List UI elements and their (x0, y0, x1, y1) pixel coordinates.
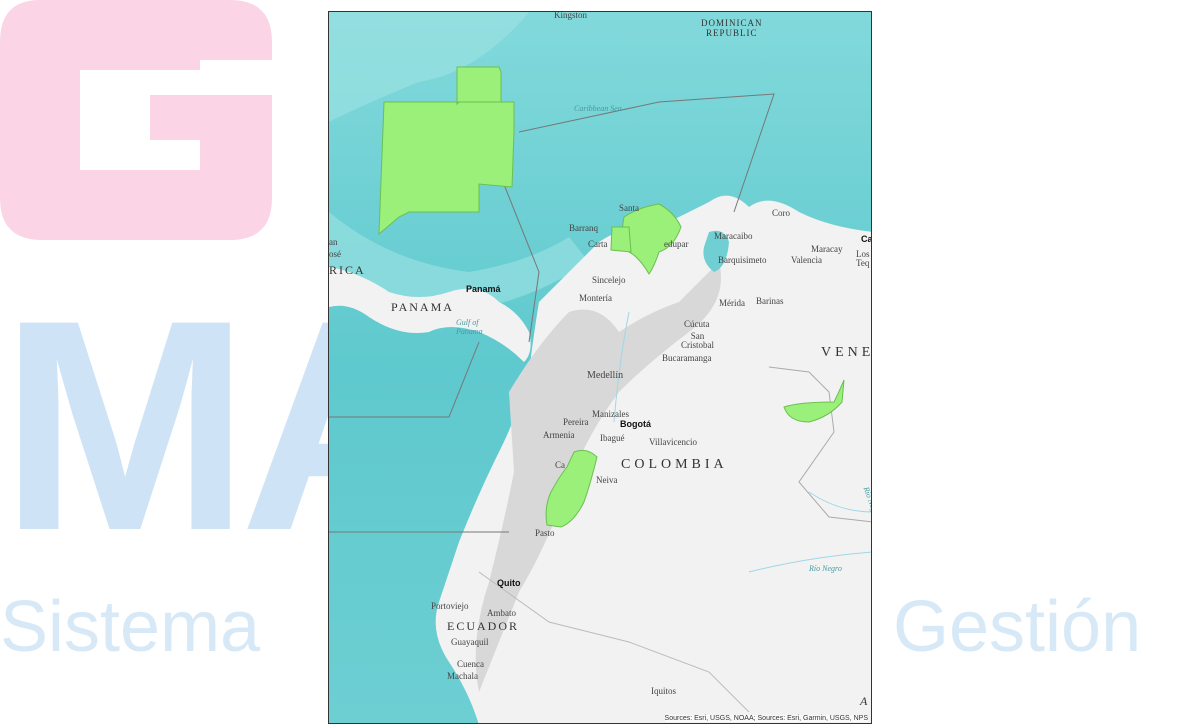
label-merida: Mérida (719, 298, 745, 308)
map-view[interactable]: Kingston DOMINICAN REPUBLIC Caribbean Se… (328, 11, 872, 724)
label-manizales: Manizales (592, 409, 629, 419)
label-barquisimeto: Barquisimeto (718, 255, 767, 265)
label-barinas: Barinas (756, 296, 784, 306)
label-panama-city: Panamá (466, 284, 501, 294)
label-sincelejo: Sincelejo (592, 275, 626, 285)
label-maracaibo: Maracaibo (714, 231, 753, 241)
label-quito: Quito (497, 578, 521, 588)
label-barranquilla: Barranq (569, 223, 598, 233)
label-armenia: Armenia (543, 430, 575, 440)
map-attribution: Sources: Esri, USGS, NOAA; Sources: Esri… (664, 715, 868, 722)
label-machala: Machala (447, 671, 478, 681)
label-ibague: Ibagué (600, 433, 625, 443)
watermark-logo-g (0, 0, 272, 240)
label-cartagena: Carta (588, 239, 608, 249)
central-america-land (329, 267, 531, 362)
label-guayaquil: Guayaquil (451, 637, 489, 647)
label-pereira: Pereira (563, 417, 589, 427)
label-colombia: COLOMBIA (621, 457, 728, 472)
label-villavicencio: Villavicencio (649, 437, 697, 447)
label-costa-rica: RICA (329, 263, 366, 277)
protected-area-andes-south (545, 449, 598, 528)
label-coro: Coro (772, 208, 790, 218)
protected-area-caribbean (378, 66, 515, 236)
label-gulf-of-panama: Gulf of Panama (456, 318, 483, 336)
label-iquitos: Iquitos (651, 686, 677, 696)
south-america-land (435, 195, 871, 723)
label-los-teques: Los Teq (856, 249, 870, 268)
label-panama: PANAMA (391, 300, 454, 314)
label-cucuta: Cúcuta (684, 319, 710, 329)
label-kingston: Kingston (554, 11, 588, 20)
label-santa-marta: Santa (619, 203, 639, 213)
label-bogota: Bogotá (620, 419, 651, 429)
label-caracas: Ca (861, 234, 872, 244)
label-venezuela: VENE (821, 345, 872, 360)
label-valencia: Valencia (791, 255, 822, 265)
label-neiva: Neiva (596, 475, 618, 485)
label-an: an (329, 237, 338, 247)
label-medellin: Medellín (587, 370, 624, 381)
label-dominican-republic: DOMINICAN REPUBLIC (701, 18, 763, 38)
label-san-cristobal: San Cristobal (681, 331, 714, 350)
label-rio-negro-2: Río Negro (809, 564, 842, 573)
label-a-mark: A (860, 694, 870, 708)
label-ecuador: ECUADOR (447, 619, 520, 633)
label-monteria: Montería (579, 293, 612, 303)
label-valledupar: edupar (664, 239, 689, 249)
label-bucaramanga: Bucaramanga (662, 353, 712, 363)
label-portoviejo: Portoviejo (431, 601, 469, 611)
label-caribbean-sea: Caribbean Sea (574, 104, 622, 113)
watermark-word-gestion: Gestión (893, 587, 1142, 667)
label-san-jose: osé (329, 249, 341, 259)
label-cuenca: Cuenca (457, 659, 484, 669)
protected-area-eastern (783, 379, 845, 423)
label-maracay: Maracay (811, 244, 843, 254)
protected-area-cartagena (610, 226, 632, 253)
label-cali: Ca (555, 460, 565, 470)
label-pasto: Pasto (535, 528, 555, 538)
watermark-word-sistema: Sistema (0, 587, 261, 667)
basemap (329, 12, 871, 723)
label-ambato: Ambato (487, 608, 516, 618)
